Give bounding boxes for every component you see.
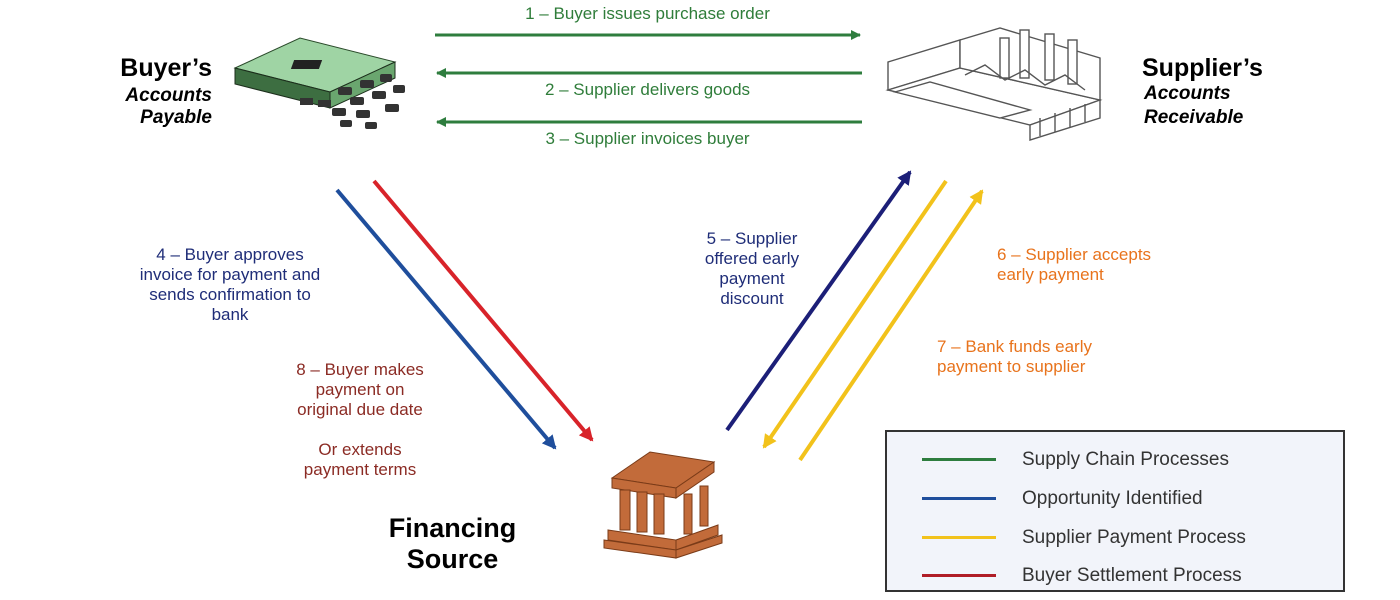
buyer-building-icon: [233, 37, 405, 129]
arrow-step-7: [798, 189, 984, 462]
supplier-title: Supplier’s: [1142, 54, 1263, 82]
step-5-label: 5 – Supplier offered early payment disco…: [704, 229, 800, 308]
legend-item-opportunity: Opportunity Identified: [887, 487, 1343, 511]
arrow-step-4: [335, 188, 557, 450]
legend-swatch: [922, 497, 996, 500]
step-4-label: 4 – Buyer approves invoice for payment a…: [139, 245, 321, 324]
arrow-step-8: [372, 179, 594, 442]
supplier-subtitle-line2: Receivable: [1144, 107, 1244, 128]
legend-label: Buyer Settlement Process: [1022, 565, 1242, 586]
buyer-subtitle-line2: Payable: [140, 107, 212, 128]
legend-label: Supply Chain Processes: [1022, 449, 1229, 470]
arrow-step-6: [762, 179, 948, 449]
legend-label: Opportunity Identified: [1022, 488, 1203, 509]
financing-source-line2: Source: [406, 544, 499, 574]
buyer-subtitle-line1: Accounts: [125, 85, 212, 106]
arrow-step-5: [725, 170, 912, 432]
legend-swatch: [922, 574, 996, 577]
step-2-label: 2 – Supplier delivers goods: [544, 80, 751, 99]
bank-building-icon: [603, 451, 723, 559]
legend: Supply Chain Processes Opportunity Ident…: [885, 430, 1345, 592]
legend-swatch: [922, 536, 996, 539]
step-3-label: 3 – Supplier invoices buyer: [545, 129, 750, 148]
step-1-label: 1 – Buyer issues purchase order: [525, 4, 770, 23]
legend-item-supply-chain: Supply Chain Processes: [887, 448, 1343, 472]
step-6-label: 6 – Supplier accepts early payment: [997, 245, 1152, 284]
legend-item-buyer-settlement: Buyer Settlement Process: [887, 564, 1343, 588]
buyer-title: Buyer’s: [120, 54, 212, 82]
step-7-label: 7 – Bank funds early payment to supplier: [937, 337, 1092, 376]
legend-item-supplier-payment: Supplier Payment Process: [887, 526, 1343, 550]
legend-swatch: [922, 458, 996, 461]
financing-source-line1: Financing: [388, 513, 517, 543]
step-8-label: 8 – Buyer makes payment on original due …: [296, 360, 424, 479]
legend-label: Supplier Payment Process: [1022, 527, 1246, 548]
supplier-factory-icon: [885, 27, 1103, 141]
supplier-subtitle-line1: Accounts: [1144, 83, 1231, 104]
